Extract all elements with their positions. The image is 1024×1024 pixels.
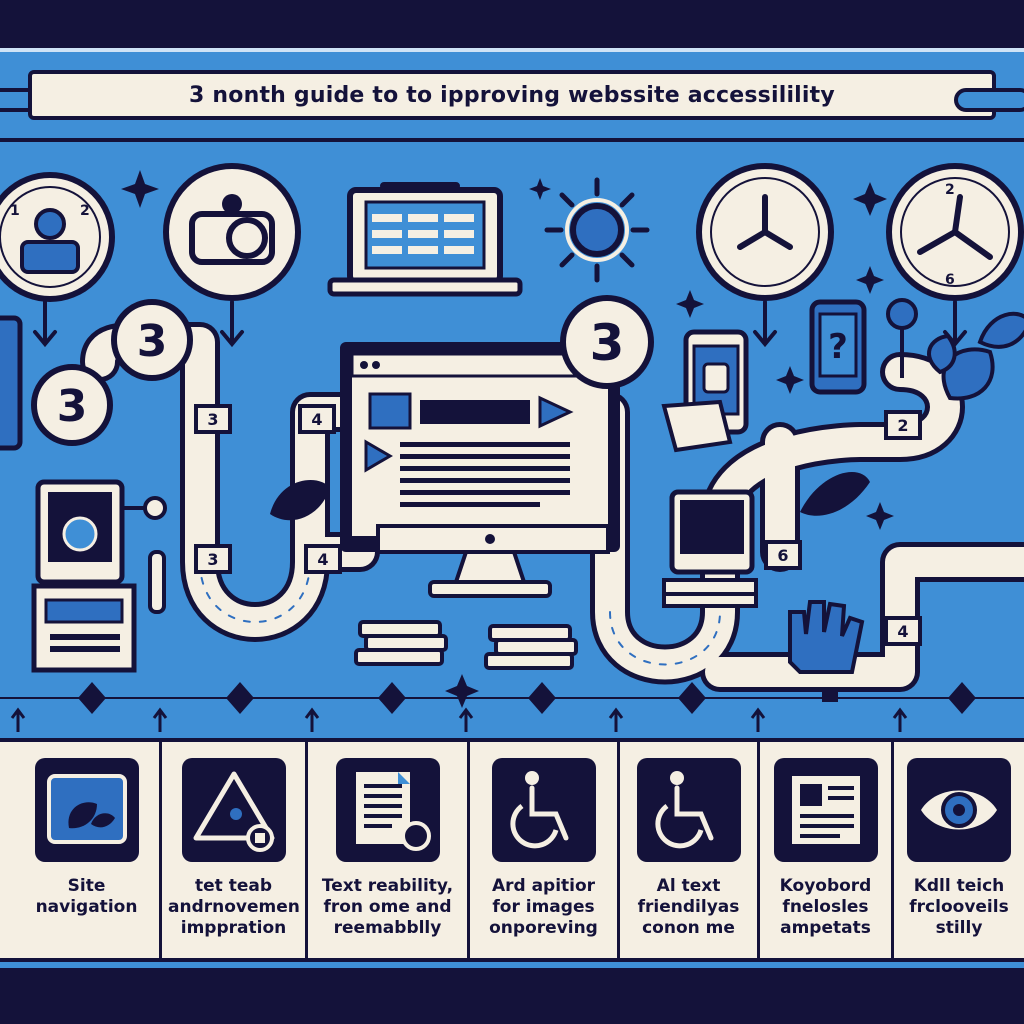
card-label: tet teab andrnovemen imppration <box>168 876 300 938</box>
phone-icon <box>661 329 749 453</box>
clock-3: 2 6 <box>886 163 1024 301</box>
svg-text:3: 3 <box>590 314 625 372</box>
books-icon <box>354 620 578 670</box>
path-tile: 2 <box>884 410 922 440</box>
badge-3-lower: 3 <box>31 364 113 446</box>
leaf-image-icon <box>34 758 139 862</box>
eye-icon <box>907 758 1011 862</box>
svg-text:3: 3 <box>137 316 168 367</box>
card-label: Text reability, fron ome and reemabblly <box>321 876 454 938</box>
svg-text:3: 3 <box>207 550 218 569</box>
card-keyboard[interactable]: Koyobord fnelosles ampetats <box>760 742 894 958</box>
wheelchair-icon <box>491 758 596 862</box>
bottom-frame-band <box>0 968 1024 1024</box>
warning-triangle-icon <box>181 758 286 862</box>
card-text-readability[interactable]: Text reability, fron ome and reemabblly <box>308 742 470 958</box>
card-label: Ard apitior for images onporeving <box>489 876 598 938</box>
document-icon <box>335 758 440 862</box>
right-scroll-pill[interactable] <box>954 88 1024 112</box>
card-label: Site navigation <box>35 876 138 917</box>
svg-text:2: 2 <box>80 203 90 219</box>
card-captions-images[interactable]: Ard apitior for images onporeving <box>470 742 620 958</box>
card-label: Kdll teich frclooveils stilly <box>909 876 1009 938</box>
path-tile: 4 <box>884 616 922 646</box>
svg-text:?: ? <box>828 327 848 367</box>
title-banner: 3 nonth guide to to ipproving webssite a… <box>28 70 996 120</box>
title-bar: 3 nonth guide to to ipproving webssite a… <box>0 48 1024 142</box>
svg-text:4: 4 <box>317 550 328 569</box>
top-frame-band <box>0 0 1024 48</box>
phone-card-icon <box>31 479 167 673</box>
badge-3-center: 3 <box>560 295 654 389</box>
left-edge-device <box>0 315 23 451</box>
card-site-navigation[interactable]: Site navigation <box>14 742 162 958</box>
camera-clock <box>163 163 301 301</box>
path-tile: 3 <box>194 544 232 574</box>
newspaper-icon <box>773 758 878 862</box>
sparkle-icons <box>121 170 894 708</box>
card-label: Al text friendilyas conon me <box>637 876 740 938</box>
sun-icon <box>544 177 650 283</box>
question-phone-icon: ? <box>809 298 918 395</box>
svg-text:6: 6 <box>777 546 788 565</box>
illustration-stage: 1 2 <box>0 142 1024 732</box>
monitor-icon <box>340 342 620 598</box>
path-tile: 4 <box>298 404 336 434</box>
wheelchair-icon <box>636 758 741 862</box>
diamond-divider <box>0 682 1024 732</box>
path-tile: 6 <box>764 540 802 570</box>
card-text-improvement[interactable]: tet teab andrnovemen imppration <box>162 742 308 958</box>
svg-text:1: 1 <box>10 203 20 219</box>
svg-text:3: 3 <box>207 410 218 429</box>
checklist-band: Site navigation tet teab andrnovemen imp… <box>0 732 1024 968</box>
path-tile: 4 <box>304 544 342 574</box>
laptop-icon <box>327 182 523 297</box>
checklist-cards: Site navigation tet teab andrnovemen imp… <box>0 738 1024 962</box>
card-label: Koyobord fnelosles ampetats <box>779 876 872 938</box>
tablet-icon <box>662 489 758 608</box>
card-focus-visible[interactable]: Kdll teich frclooveils stilly <box>894 742 1024 958</box>
card-alt-text[interactable]: Al text friendilyas conon me <box>620 742 760 958</box>
leaf-icon <box>270 472 870 521</box>
clock-1: 1 2 <box>0 172 115 302</box>
page-title: 3 nonth guide to to ipproving webssite a… <box>189 82 835 108</box>
svg-text:6: 6 <box>945 272 955 288</box>
svg-text:4: 4 <box>311 410 322 429</box>
svg-text:2: 2 <box>897 416 908 435</box>
clock-2 <box>696 163 834 301</box>
svg-text:3: 3 <box>57 381 88 432</box>
badge-3-left: 3 <box>111 299 193 381</box>
svg-text:2: 2 <box>945 182 955 198</box>
path-tile: 3 <box>194 404 232 434</box>
hand-icon <box>788 600 865 674</box>
plant-icon <box>927 311 1024 401</box>
svg-text:4: 4 <box>897 622 908 641</box>
